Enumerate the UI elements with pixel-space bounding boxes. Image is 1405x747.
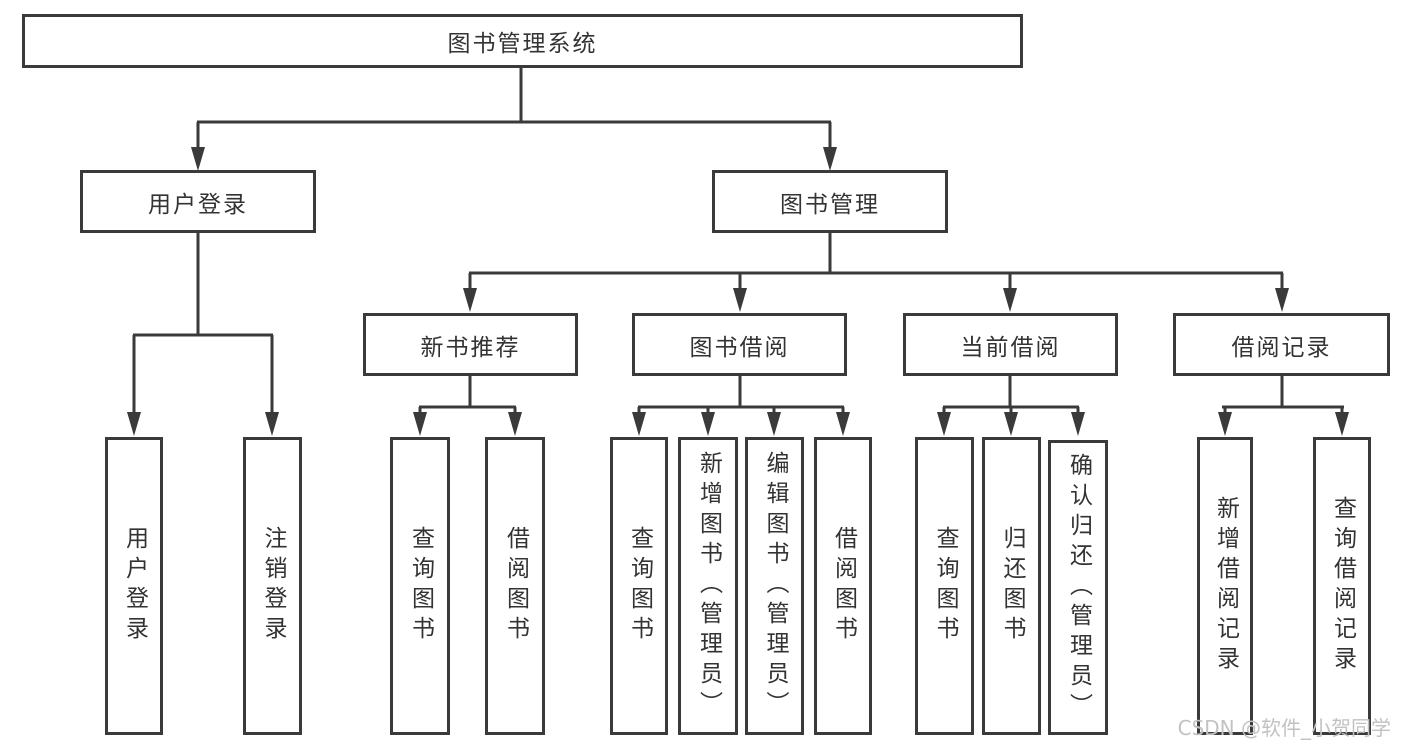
leaf-add-borrow-record-label: 新增借阅记录 — [1212, 496, 1239, 676]
leaf-query-book-1: 查询图书 — [390, 437, 450, 735]
leaf-borrow-book-1: 借阅图书 — [485, 437, 545, 735]
node-book-management-label: 图书管理 — [780, 191, 880, 218]
leaf-add-book-admin-label: 新增图书（管理员） — [695, 451, 722, 721]
leaf-logout: 注销登录 — [243, 437, 302, 735]
leaf-borrow-book-2-label: 借阅图书 — [830, 526, 857, 646]
connector-current-borrowing-to-leaves — [937, 376, 1085, 436]
leaf-confirm-return-admin: 确认归还（管理员） — [1048, 440, 1108, 735]
node-user-login-label: 用户登录 — [148, 191, 248, 218]
leaf-return-book: 归还图书 — [982, 437, 1041, 735]
leaf-edit-book-admin: 编辑图书（管理员） — [745, 437, 804, 735]
watermark: CSDN @软件_小贺同学 — [1177, 716, 1391, 740]
node-book-borrowing-label: 图书借阅 — [689, 334, 790, 361]
leaf-query-book-2: 查询图书 — [610, 437, 668, 735]
node-new-book-recommend: 新书推荐 — [363, 313, 578, 376]
connector-book-management-to-level3 — [463, 233, 1289, 312]
leaf-logout-label: 注销登录 — [260, 526, 286, 646]
node-root-label: 图书管理系统 — [447, 31, 598, 57]
leaf-user-login-label: 用户登录 — [121, 526, 148, 646]
leaf-query-book-1-label: 查询图书 — [407, 526, 434, 646]
leaf-borrow-book-1-label: 借阅图书 — [502, 526, 529, 646]
node-book-borrowing: 图书借阅 — [632, 313, 847, 376]
node-current-borrowing: 当前借阅 — [903, 313, 1118, 376]
node-user-login: 用户登录 — [80, 170, 316, 233]
leaf-user-login: 用户登录 — [105, 437, 163, 735]
node-new-book-recommend-label: 新书推荐 — [420, 334, 521, 361]
leaf-return-book-label: 归还图书 — [999, 526, 1025, 646]
leaf-add-borrow-record: 新增借阅记录 — [1197, 437, 1253, 735]
leaf-borrow-book-2: 借阅图书 — [814, 437, 872, 735]
leaf-add-book-admin: 新增图书（管理员） — [678, 437, 738, 735]
node-current-borrowing-label: 当前借阅 — [960, 334, 1061, 361]
leaf-confirm-return-admin-label: 确认归还（管理员） — [1065, 452, 1092, 723]
connector-new-book-to-leaves — [413, 376, 522, 436]
leaf-query-borrow-record: 查询借阅记录 — [1313, 437, 1371, 735]
leaf-query-book-2-label: 查询图书 — [626, 526, 653, 646]
node-book-management: 图书管理 — [712, 170, 948, 233]
leaf-query-borrow-record-label: 查询借阅记录 — [1329, 496, 1356, 676]
leaf-query-book-3-label: 查询图书 — [932, 526, 958, 646]
connector-borrow-records-to-leaves — [1218, 376, 1349, 436]
node-borrow-records: 借阅记录 — [1173, 313, 1390, 376]
node-borrow-records-label: 借阅记录 — [1231, 334, 1332, 361]
connector-book-borrowing-to-leaves — [632, 376, 850, 436]
leaf-edit-book-admin-label: 编辑图书（管理员） — [762, 451, 788, 721]
connector-root-to-level2 — [191, 68, 837, 171]
connector-user-login-to-leaves — [127, 233, 279, 436]
leaf-query-book-3: 查询图书 — [915, 437, 974, 735]
node-root: 图书管理系统 — [22, 14, 1023, 68]
